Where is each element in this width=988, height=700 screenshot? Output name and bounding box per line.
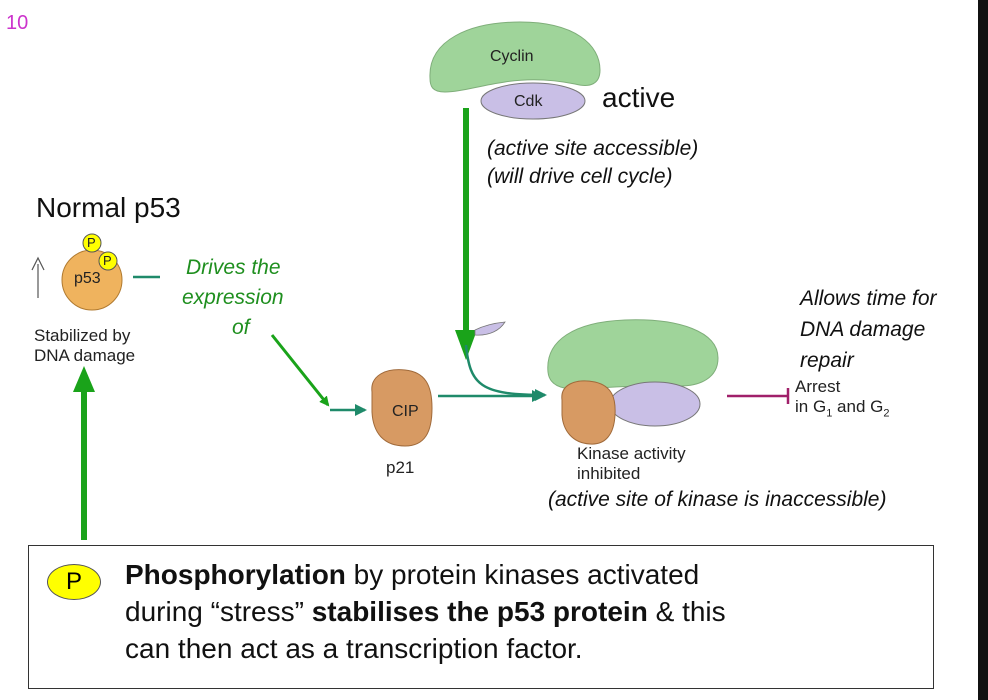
- cdk-shape-inhibited: [609, 381, 701, 427]
- kinase-line1: Kinase activity: [577, 444, 686, 463]
- phosphorylation-textbox: P Phosphorylation by protein kinases act…: [28, 545, 934, 689]
- cdk-shape-active: [480, 82, 586, 120]
- drives-line1: Drives the: [186, 256, 281, 279]
- green-arrow-up-left-head: [73, 366, 95, 392]
- cyclin-shape-active: [429, 21, 601, 93]
- cip-shape-bound: [561, 380, 616, 445]
- arrest-and: and G: [832, 397, 884, 416]
- window-edge-bar: [978, 0, 988, 700]
- phospho-badge-1: [82, 233, 102, 253]
- p53-label: p53: [74, 270, 101, 287]
- p21-label: p21: [386, 458, 415, 477]
- normal-p53-heading: Normal p53: [36, 192, 181, 223]
- box-bold-1: Phosphorylation: [125, 559, 346, 590]
- phospho-badge-2: [98, 251, 118, 271]
- arrow-expression-to-cip: [270, 334, 330, 407]
- cdk-fragment: [474, 321, 506, 336]
- box-bold-2: stabilises the p53 protein: [311, 596, 648, 627]
- allows-line1: Allows time for: [800, 287, 937, 310]
- active-label: active: [602, 82, 676, 113]
- phospho-label-1: P: [87, 235, 96, 250]
- stabilized-line2: DNA damage: [34, 346, 136, 365]
- arrest-line2: in G1 and G2: [795, 397, 889, 419]
- slide-number: 10: [6, 12, 29, 34]
- cyclin-label: Cyclin: [490, 48, 534, 65]
- drives-line2: expression: [182, 286, 284, 309]
- cyclin-shape-inhibited: [547, 319, 719, 390]
- phospho-badge-large: P: [47, 564, 101, 600]
- phospho-label-2: P: [103, 253, 112, 268]
- allows-line2: DNA damage: [800, 318, 926, 341]
- box-text-4: can then act as a transcription factor.: [125, 633, 583, 664]
- kinase-line2: inhibited: [577, 464, 641, 483]
- drives-line3: of: [232, 316, 250, 339]
- curved-arrow-to-complex: [464, 344, 547, 401]
- arrest-prefix: in G: [795, 397, 827, 416]
- phosphorylation-text: Phosphorylation by protein kinases activ…: [125, 556, 915, 667]
- box-text-2: during “stress”: [125, 596, 312, 627]
- arrest-line1: Arrest: [795, 377, 841, 396]
- up-arrow-head: [31, 256, 45, 271]
- arrest-sub2: 2: [883, 407, 890, 420]
- cdk-label: Cdk: [514, 93, 543, 110]
- stabilized-line1: Stabilized by: [34, 326, 131, 345]
- allows-line3: repair: [800, 349, 854, 372]
- cip-shape: [371, 369, 433, 447]
- inaccessible-note: (active site of kinase is inaccessible): [548, 488, 887, 511]
- box-text-1: by protein kinases activated: [345, 559, 700, 590]
- active-note-line1: (active site accessible): [487, 137, 699, 160]
- active-note-line2: (will drive cell cycle): [487, 165, 673, 188]
- cip-label: CIP: [392, 403, 419, 420]
- arrest-sub1: 1: [826, 407, 833, 420]
- box-text-3: & this: [647, 596, 726, 627]
